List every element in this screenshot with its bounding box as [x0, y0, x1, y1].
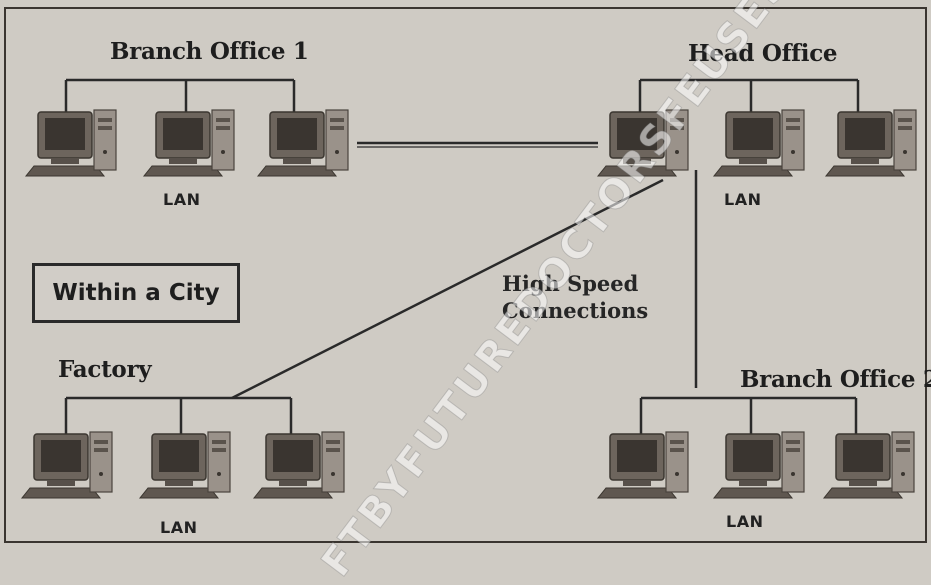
- branch2-computer-2: [714, 432, 804, 498]
- within-city-label: Within a City: [32, 263, 240, 323]
- factory-lan-label: LAN: [160, 518, 197, 537]
- factory-computer-3: [254, 432, 344, 498]
- branch1-computer-3: [258, 110, 348, 176]
- branch2-computer-1: [598, 432, 688, 498]
- branch2-title: Branch Office 2: [740, 366, 931, 393]
- lan-diagram: Branch Office 1 Head Office Factory Bran…: [0, 0, 931, 547]
- branch2-lan-label: LAN: [726, 512, 763, 531]
- branch1-computer-2: [144, 110, 234, 176]
- branch1-lan-label: LAN: [163, 190, 200, 209]
- branch1-title: Branch Office 1: [110, 38, 309, 65]
- factory-computer-1: [22, 432, 112, 498]
- branch1-computer-1: [26, 110, 116, 176]
- factory-title: Factory: [58, 356, 151, 383]
- head-computer-3: [826, 110, 916, 176]
- factory-computer-2: [140, 432, 230, 498]
- branch2-computer-3: [824, 432, 914, 498]
- head-computer-2: [714, 110, 804, 176]
- branch1-bus: [66, 80, 294, 112]
- branch2-bus: [641, 398, 856, 434]
- factory-bus: [66, 398, 291, 434]
- head-lan-label: LAN: [724, 190, 761, 209]
